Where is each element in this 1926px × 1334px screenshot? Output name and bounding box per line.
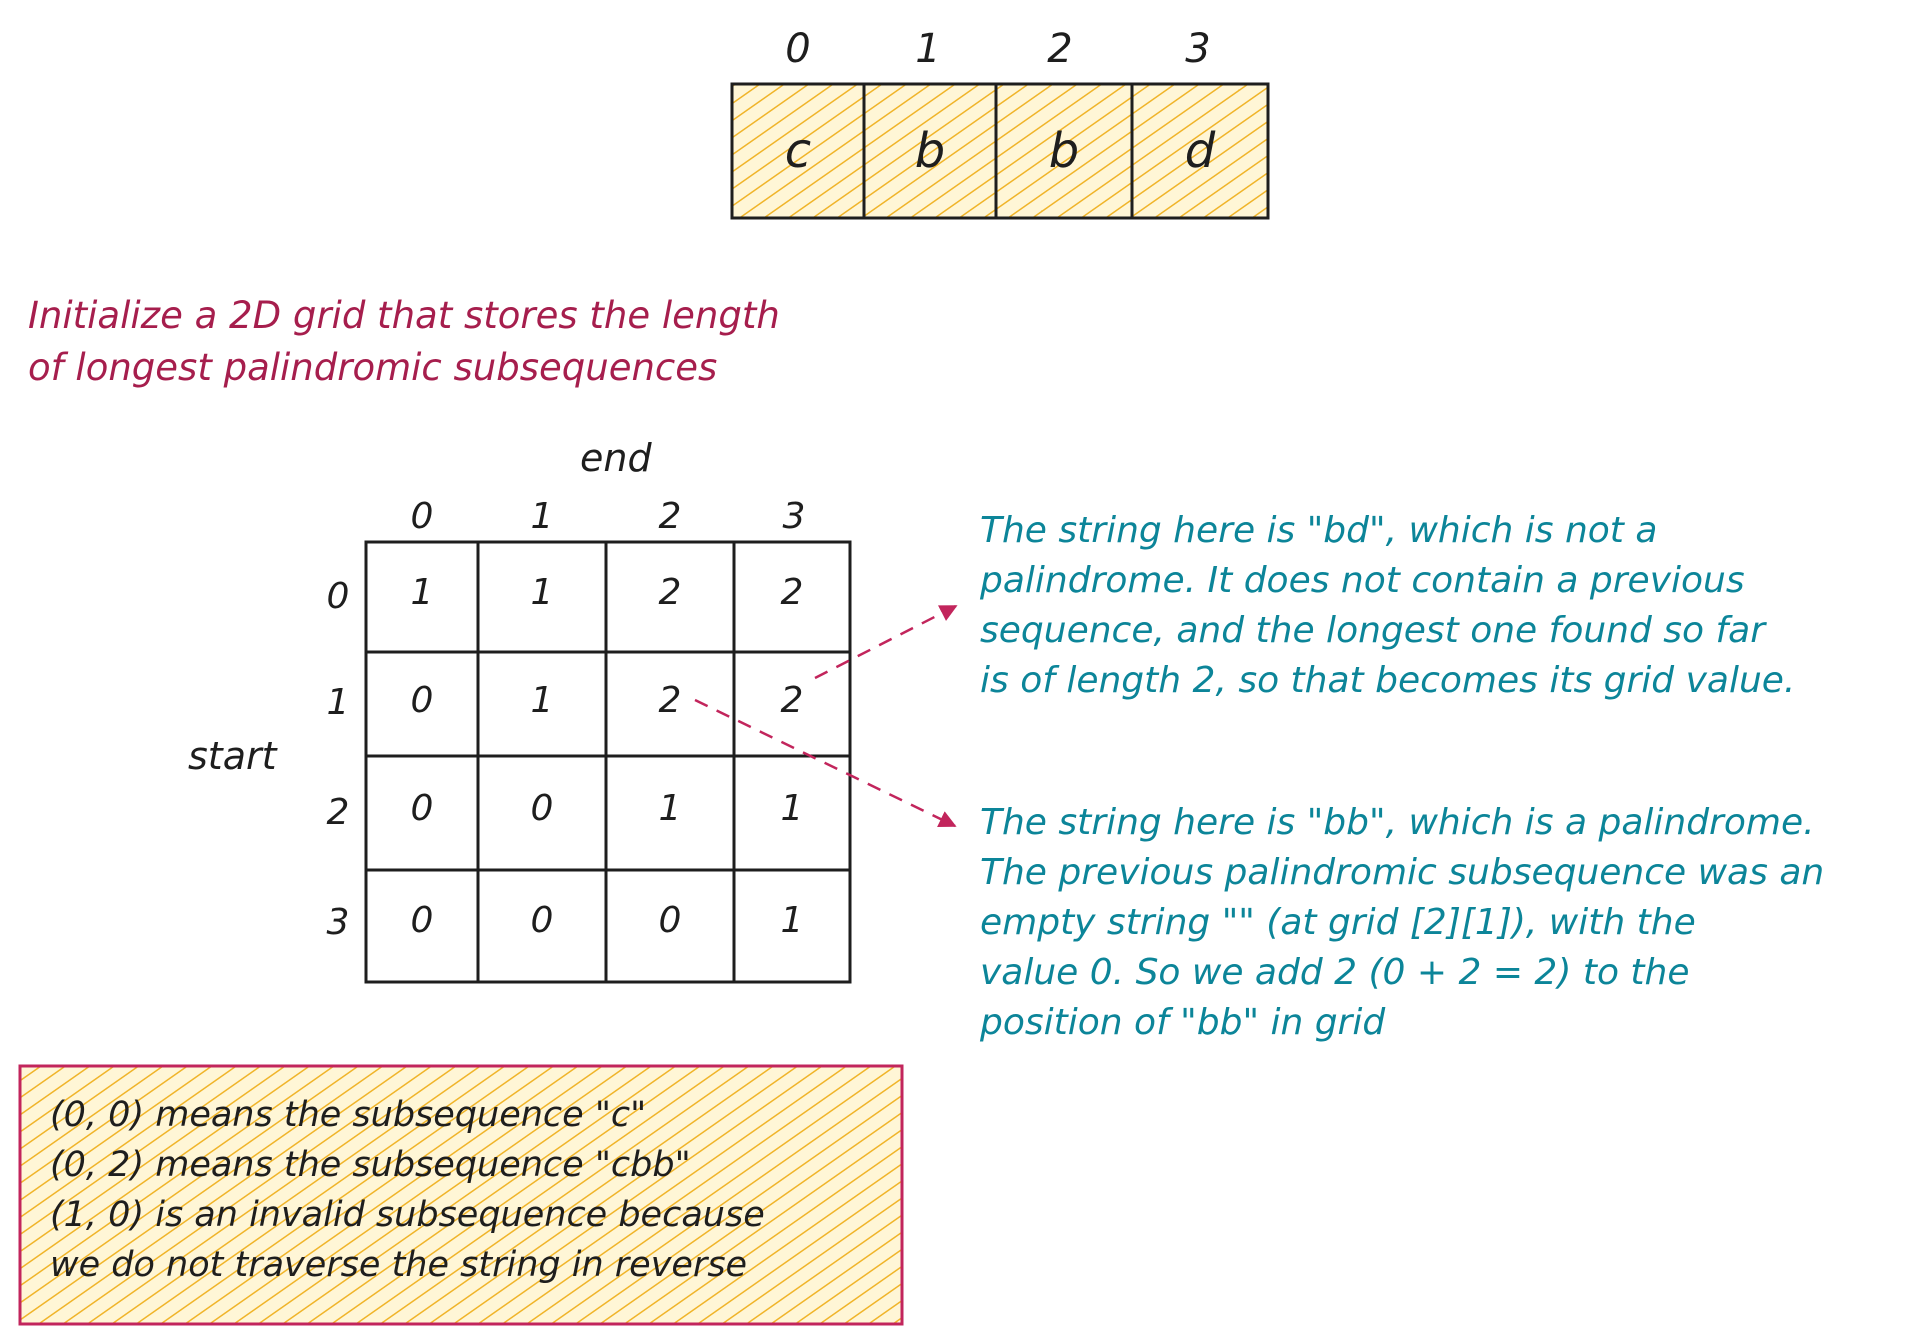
grid-cell: 1 <box>780 788 804 829</box>
note-bd: The string here is "bd", which is not a … <box>980 510 1796 701</box>
grid-cell: 0 <box>410 788 434 829</box>
top-index-2: 2 <box>1047 26 1073 72</box>
grid-cell: 1 <box>530 572 554 613</box>
start-label: start <box>188 734 277 778</box>
row-index-3: 3 <box>326 902 350 943</box>
grid-cell: 1 <box>410 572 434 613</box>
grid-cell: 2 <box>658 680 682 721</box>
row-index-0: 0 <box>326 576 350 617</box>
top-array-border <box>730 82 1270 220</box>
col-index-2: 2 <box>658 496 682 537</box>
top-array-fill <box>732 84 1268 218</box>
legend-box-fill <box>20 1066 902 1324</box>
grid-cell: 2 <box>780 680 804 721</box>
top-char-1: b <box>914 123 946 179</box>
top-array <box>730 82 1270 220</box>
grid-cell: 2 <box>780 572 804 613</box>
end-label: end <box>580 436 652 480</box>
top-char-3: d <box>1184 123 1216 179</box>
grid-cell: 2 <box>658 572 682 613</box>
legend-box-text: (0, 0) means the subsequence "c" (0, 2) … <box>50 1095 765 1285</box>
grid-cell: 1 <box>658 788 682 829</box>
grid-cell: 0 <box>530 788 554 829</box>
top-index-3: 3 <box>1185 26 1211 72</box>
col-index-0: 0 <box>410 496 434 537</box>
grid-cell: 1 <box>780 900 804 941</box>
grid-cell: 0 <box>530 900 554 941</box>
col-index-3: 3 <box>782 496 806 537</box>
legend-box-border <box>18 1064 904 1326</box>
note-bb: The string here is "bb", which is a pali… <box>980 802 1825 1043</box>
row-index-2: 2 <box>326 792 350 833</box>
dp-grid <box>364 540 852 984</box>
dp-grid-border <box>364 540 852 984</box>
grid-title: Initialize a 2D grid that stores the len… <box>28 294 780 389</box>
top-char-0: c <box>784 123 812 179</box>
row-index-1: 1 <box>326 682 350 723</box>
top-index-1: 1 <box>915 26 941 72</box>
grid-cell: 0 <box>410 680 434 721</box>
arrow-to-bd-note <box>814 604 958 680</box>
top-index-0: 0 <box>785 26 811 72</box>
top-char-2: b <box>1048 123 1080 179</box>
arrow-to-bb-note <box>694 698 957 828</box>
grid-cell: 0 <box>658 900 682 941</box>
grid-cell: 0 <box>410 900 434 941</box>
col-index-1: 1 <box>530 496 554 537</box>
grid-cell: 1 <box>530 680 554 721</box>
